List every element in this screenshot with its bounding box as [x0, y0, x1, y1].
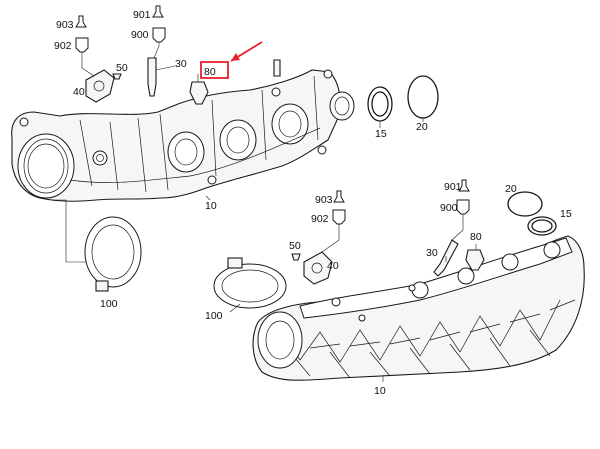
- top-leaders: [52, 42, 424, 263]
- bottom-callout-100: 100: [205, 310, 223, 322]
- bottom-callout-15: 15: [560, 208, 572, 220]
- top-throttle-inner2: [23, 138, 69, 194]
- highlight-box-80: [200, 61, 229, 79]
- top-stud: [273, 59, 281, 77]
- bottom-bolt-1: [331, 297, 341, 307]
- bottom-clamp-lock: [227, 257, 243, 269]
- bottom-throttle-collar: [257, 311, 303, 369]
- bottom-seal-ring-20: [507, 191, 543, 217]
- top-boss-1: [207, 175, 217, 185]
- bottom-callout-900: 900: [440, 202, 458, 214]
- top-assembly: [11, 5, 439, 292]
- top-callout-903: 903: [56, 19, 74, 31]
- top-boss-4: [323, 69, 333, 79]
- top-outlet-port: [329, 91, 355, 121]
- highlight-arrowhead: [231, 53, 240, 61]
- bottom-callout-901: 901: [444, 181, 462, 193]
- bottom-seal-ring-15-inner: [531, 219, 553, 233]
- top-manifold-ribs: [79, 75, 319, 193]
- top-sensor-40-port: [93, 80, 105, 92]
- bottom-assembly: [213, 179, 585, 382]
- top-screw-50: [112, 73, 122, 80]
- top-callout-80: 80: [204, 66, 216, 78]
- bottom-callout-902: 902: [311, 213, 329, 225]
- top-callout-10: 10: [205, 200, 217, 212]
- top-seal-ring-15-inner: [371, 91, 389, 117]
- top-clamp-lock: [95, 280, 109, 292]
- bottom-bolt-3: [358, 314, 366, 322]
- top-clamp-ring: [84, 216, 142, 288]
- top-small-port: [92, 150, 108, 166]
- top-runner-port-2-inner: [226, 126, 250, 154]
- bottom-clamp-ring-inner: [221, 269, 279, 303]
- top-callout-20: 20: [416, 121, 428, 133]
- bottom-throttle-collar-inner: [265, 320, 295, 360]
- top-callout-900: 900: [131, 29, 149, 41]
- bottom-sensor-80: [465, 249, 485, 271]
- bottom-port-3: [501, 253, 519, 271]
- top-callout-901: 901: [133, 9, 151, 21]
- bottom-callout-10: 10: [374, 385, 386, 397]
- top-lubricant-901-icon: [152, 5, 164, 18]
- top-throttle-bore: [17, 133, 75, 199]
- bottom-seal-ring-15: [527, 216, 557, 236]
- bottom-bolt-2: [408, 284, 416, 292]
- bottom-callout-50: 50: [289, 240, 301, 252]
- top-callout-40: 40: [73, 86, 85, 98]
- bottom-lubricant-901-icon: [458, 179, 470, 192]
- top-lubricant-903-icon: [75, 15, 87, 28]
- top-runner-port-3-inner: [278, 110, 302, 138]
- top-connector-902-icon: [75, 37, 89, 53]
- top-sensor-40: [85, 69, 115, 103]
- bottom-callout-903: 903: [315, 194, 333, 206]
- bottom-port-2: [457, 267, 475, 285]
- bottom-port-4: [543, 241, 561, 259]
- top-callout-50: 50: [116, 62, 128, 74]
- bottom-callout-40: 40: [327, 260, 339, 272]
- top-callout-902: 902: [54, 40, 72, 52]
- top-throttle-inner: [27, 143, 65, 189]
- top-small-port-inner: [96, 154, 104, 162]
- top-boss-2: [317, 145, 327, 155]
- bottom-callout-30: 30: [426, 247, 438, 259]
- top-connector-900-icon: [152, 27, 166, 43]
- bottom-leaders: [229, 214, 477, 382]
- top-seal-ring-20: [407, 75, 439, 119]
- top-sensor-30: [147, 57, 157, 97]
- top-runner-port-1-inner: [174, 138, 198, 166]
- bottom-connector-902-icon: [332, 209, 346, 225]
- top-seal-ring-15: [367, 86, 393, 122]
- top-manifold-lower-edge: [69, 127, 321, 183]
- top-runner-port-3: [271, 103, 309, 145]
- top-callout-30: 30: [175, 58, 187, 70]
- top-outlet-port-inner: [334, 96, 350, 116]
- top-clamp-ring-inner: [91, 224, 135, 280]
- top-boss-3: [271, 87, 281, 97]
- bottom-screw-50: [291, 253, 301, 261]
- bottom-callout-20: 20: [505, 183, 517, 195]
- bottom-callout-80: 80: [470, 231, 482, 243]
- top-runner-port-2: [219, 119, 257, 161]
- bottom-lubricant-903-icon: [333, 190, 345, 203]
- bottom-connector-900-icon: [456, 199, 470, 215]
- top-callout-15: 15: [375, 128, 387, 140]
- top-sensor-80: [189, 81, 209, 105]
- top-boss-5: [19, 117, 29, 127]
- top-runner-port-1: [167, 131, 205, 173]
- bottom-sensor-40-port: [311, 262, 323, 274]
- top-callout-100: 100: [100, 298, 118, 310]
- bottom-clamp-ring: [213, 263, 287, 309]
